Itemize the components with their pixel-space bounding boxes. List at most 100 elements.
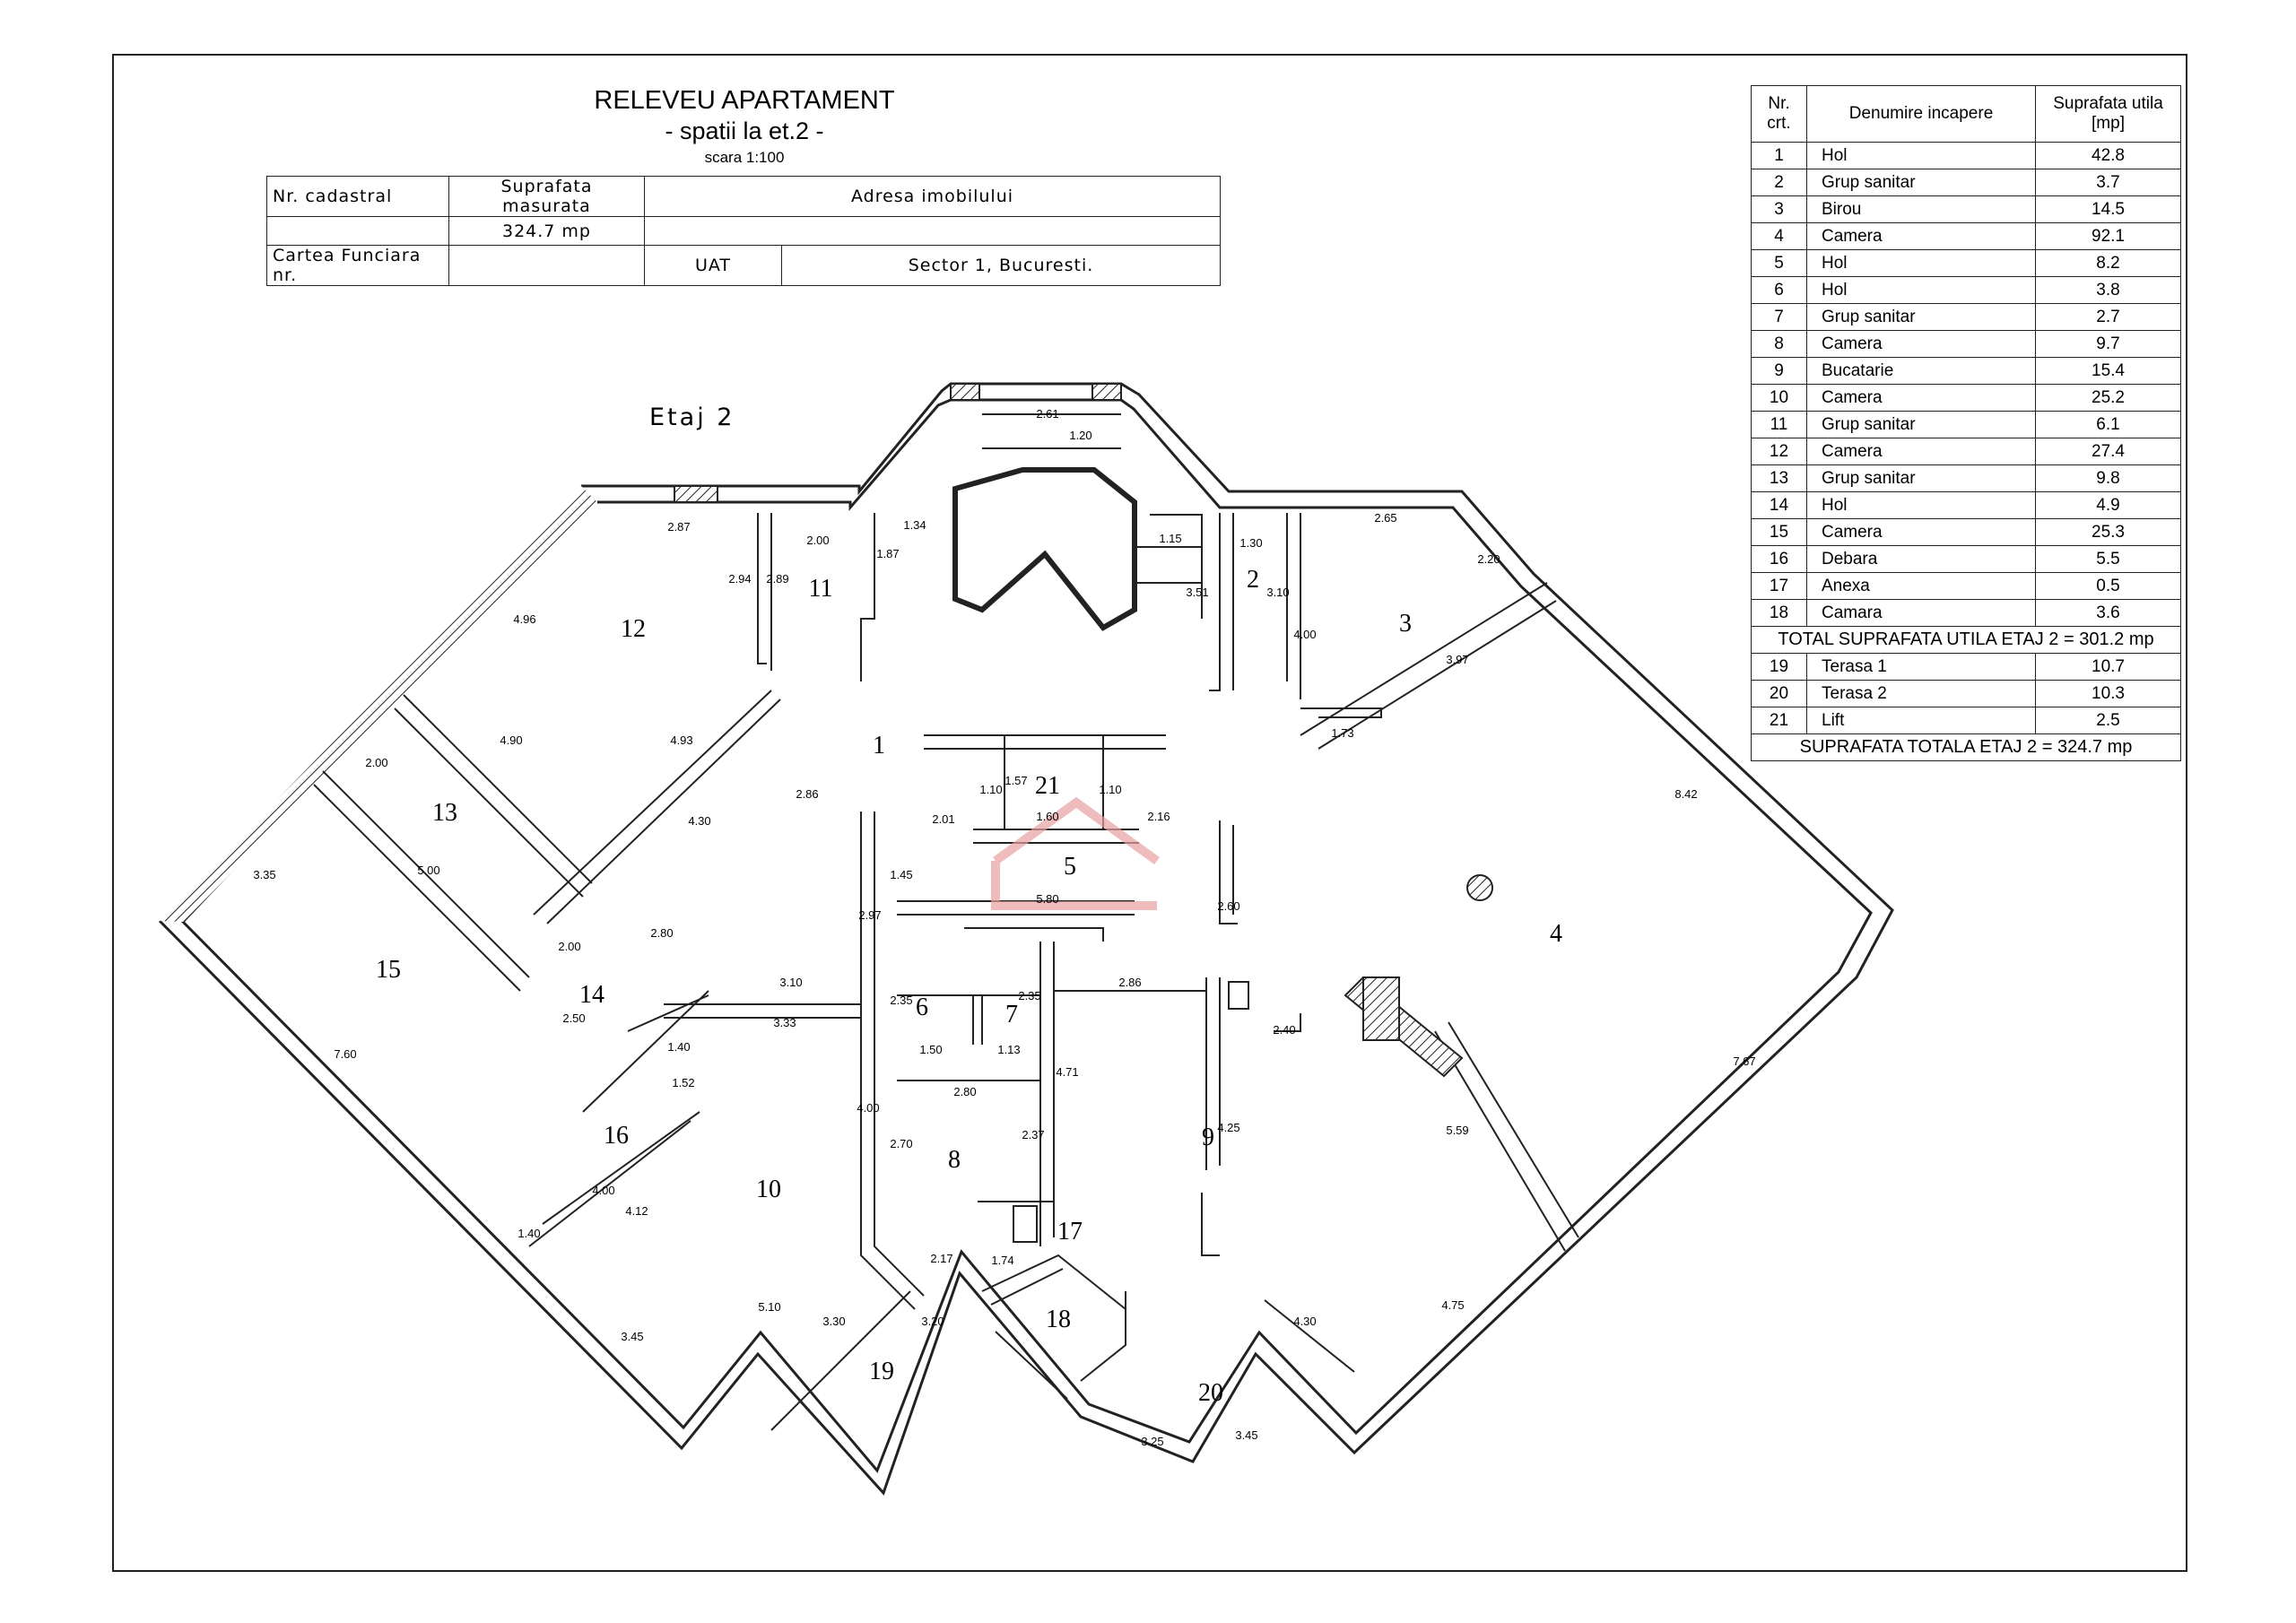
room-label-9: 9: [1202, 1124, 1214, 1151]
dim-label: 2.80: [953, 1085, 976, 1098]
rooms-table: Nr. crt. Denumire incapere Suprafata uti…: [1751, 85, 2181, 761]
room-label-16: 16: [604, 1122, 629, 1150]
dim-label: 2.60: [1217, 899, 1239, 913]
dim-label: 2.16: [1147, 810, 1170, 823]
room-nr: 9: [1751, 357, 1807, 385]
room-label-2: 2: [1247, 566, 1259, 594]
room-label-13: 13: [432, 799, 457, 827]
dim-label: 2.50: [562, 1011, 585, 1025]
room-name: Birou: [1806, 195, 2036, 223]
room-nr: 12: [1751, 438, 1807, 465]
dim-label: 2.20: [1477, 552, 1500, 566]
room-label-20: 20: [1198, 1379, 1223, 1407]
dim-label: 4.30: [1293, 1315, 1316, 1328]
dim-label: 3.35: [253, 868, 275, 881]
dim-label: 2.89: [766, 572, 788, 586]
watermark-logo: [991, 796, 1160, 910]
room-label-18: 18: [1046, 1306, 1071, 1333]
dim-label: 2.80: [650, 926, 673, 940]
dim-label: 1.13: [997, 1043, 1020, 1056]
floor-label: Etaj 2: [649, 404, 735, 431]
dim-label: 2.97: [858, 908, 881, 922]
dim-label: 2.35: [1018, 989, 1040, 1002]
room-name: Terasa 1: [1806, 653, 2036, 681]
room-nr: 19: [1751, 653, 1807, 681]
total-overall-row: SUPRAFATA TOTALA ETAJ 2 = 324.7 mp: [1751, 733, 2181, 761]
room-name: Bucatarie: [1806, 357, 2036, 385]
dim-label: 3.20: [921, 1315, 944, 1328]
dim-label: 1.10: [1099, 783, 1121, 796]
room-name: Lift: [1806, 707, 2036, 734]
dim-label: 1.50: [919, 1043, 942, 1056]
uat-label: UAT: [644, 245, 782, 286]
measured-area-value: 324.7 mp: [448, 216, 645, 246]
measured-area-header: Suprafata masurata: [448, 176, 645, 217]
uat-value: Sector 1, Bucuresti.: [781, 245, 1221, 286]
header-name: Denumire incapere: [1806, 85, 2036, 143]
dim-label: 3.30: [822, 1315, 845, 1328]
room-area: 3.6: [2035, 599, 2181, 627]
dim-label: 2.94: [728, 572, 751, 586]
room-label-8: 8: [948, 1146, 961, 1174]
dim-label: 7.67: [1733, 1055, 1755, 1068]
room-nr: 16: [1751, 545, 1807, 573]
dim-label: 4.00: [1293, 628, 1316, 641]
header-area: Suprafata utila [mp]: [2035, 85, 2181, 143]
dim-label: 4.25: [1217, 1121, 1239, 1134]
room-label-14: 14: [579, 981, 604, 1009]
dim-label: 4.93: [670, 733, 692, 747]
dim-label: 2.70: [890, 1137, 912, 1150]
room-label-1: 1: [873, 732, 885, 759]
dim-label: 3.25: [1141, 1435, 1163, 1448]
room-name: Anexa: [1806, 572, 2036, 600]
room-label-3: 3: [1399, 610, 1412, 638]
room-area: 14.5: [2035, 195, 2181, 223]
room-nr: 10: [1751, 384, 1807, 412]
dim-label: 2.87: [667, 520, 690, 534]
dim-label: 5.80: [1036, 892, 1058, 906]
room-name: Debara: [1806, 545, 2036, 573]
room-label-19: 19: [869, 1358, 894, 1385]
dim-label: 1.45: [890, 868, 912, 881]
dim-label: 4.90: [500, 733, 522, 747]
room-label-17: 17: [1057, 1218, 1083, 1245]
dim-label: 3.10: [779, 976, 802, 989]
dim-label: 2.37: [1022, 1128, 1044, 1141]
room-area: 10.7: [2035, 653, 2181, 681]
dim-label: 1.20: [1069, 429, 1091, 442]
title-block: RELEVEU APARTAMENT - spatii la et.2 - sc…: [538, 85, 951, 169]
scale-label: scara 1:100: [704, 149, 785, 166]
page-subtitle: - spatii la et.2 -: [665, 117, 824, 144]
dim-label: 4.75: [1441, 1298, 1464, 1312]
dim-label: 1.57: [1004, 774, 1027, 787]
dim-label: 1.40: [517, 1227, 540, 1240]
room-area: 15.4: [2035, 357, 2181, 385]
room-area: 92.1: [2035, 222, 2181, 250]
dim-label: 4.00: [592, 1184, 614, 1197]
room-name: Camera: [1806, 222, 2036, 250]
dim-label: 1.87: [876, 547, 899, 560]
dim-label: 4.00: [857, 1101, 879, 1115]
dim-label: 2.61: [1036, 407, 1058, 421]
outer-walls: [158, 382, 1894, 1496]
dim-label: 1.10: [979, 783, 1002, 796]
room-area: 8.2: [2035, 249, 2181, 277]
dim-label: 2.17: [930, 1252, 952, 1265]
dim-label: 5.00: [417, 864, 439, 877]
room-area: 3.8: [2035, 276, 2181, 304]
dim-label: 3.33: [773, 1016, 796, 1029]
dim-label: 3.97: [1446, 653, 1468, 666]
interior-walls: [313, 513, 1579, 1431]
dim-label: 2.00: [558, 940, 580, 953]
dim-label: 2.35: [890, 994, 912, 1007]
cadastral-table: Nr. cadastral Suprafata masurata Adresa …: [266, 176, 1221, 286]
